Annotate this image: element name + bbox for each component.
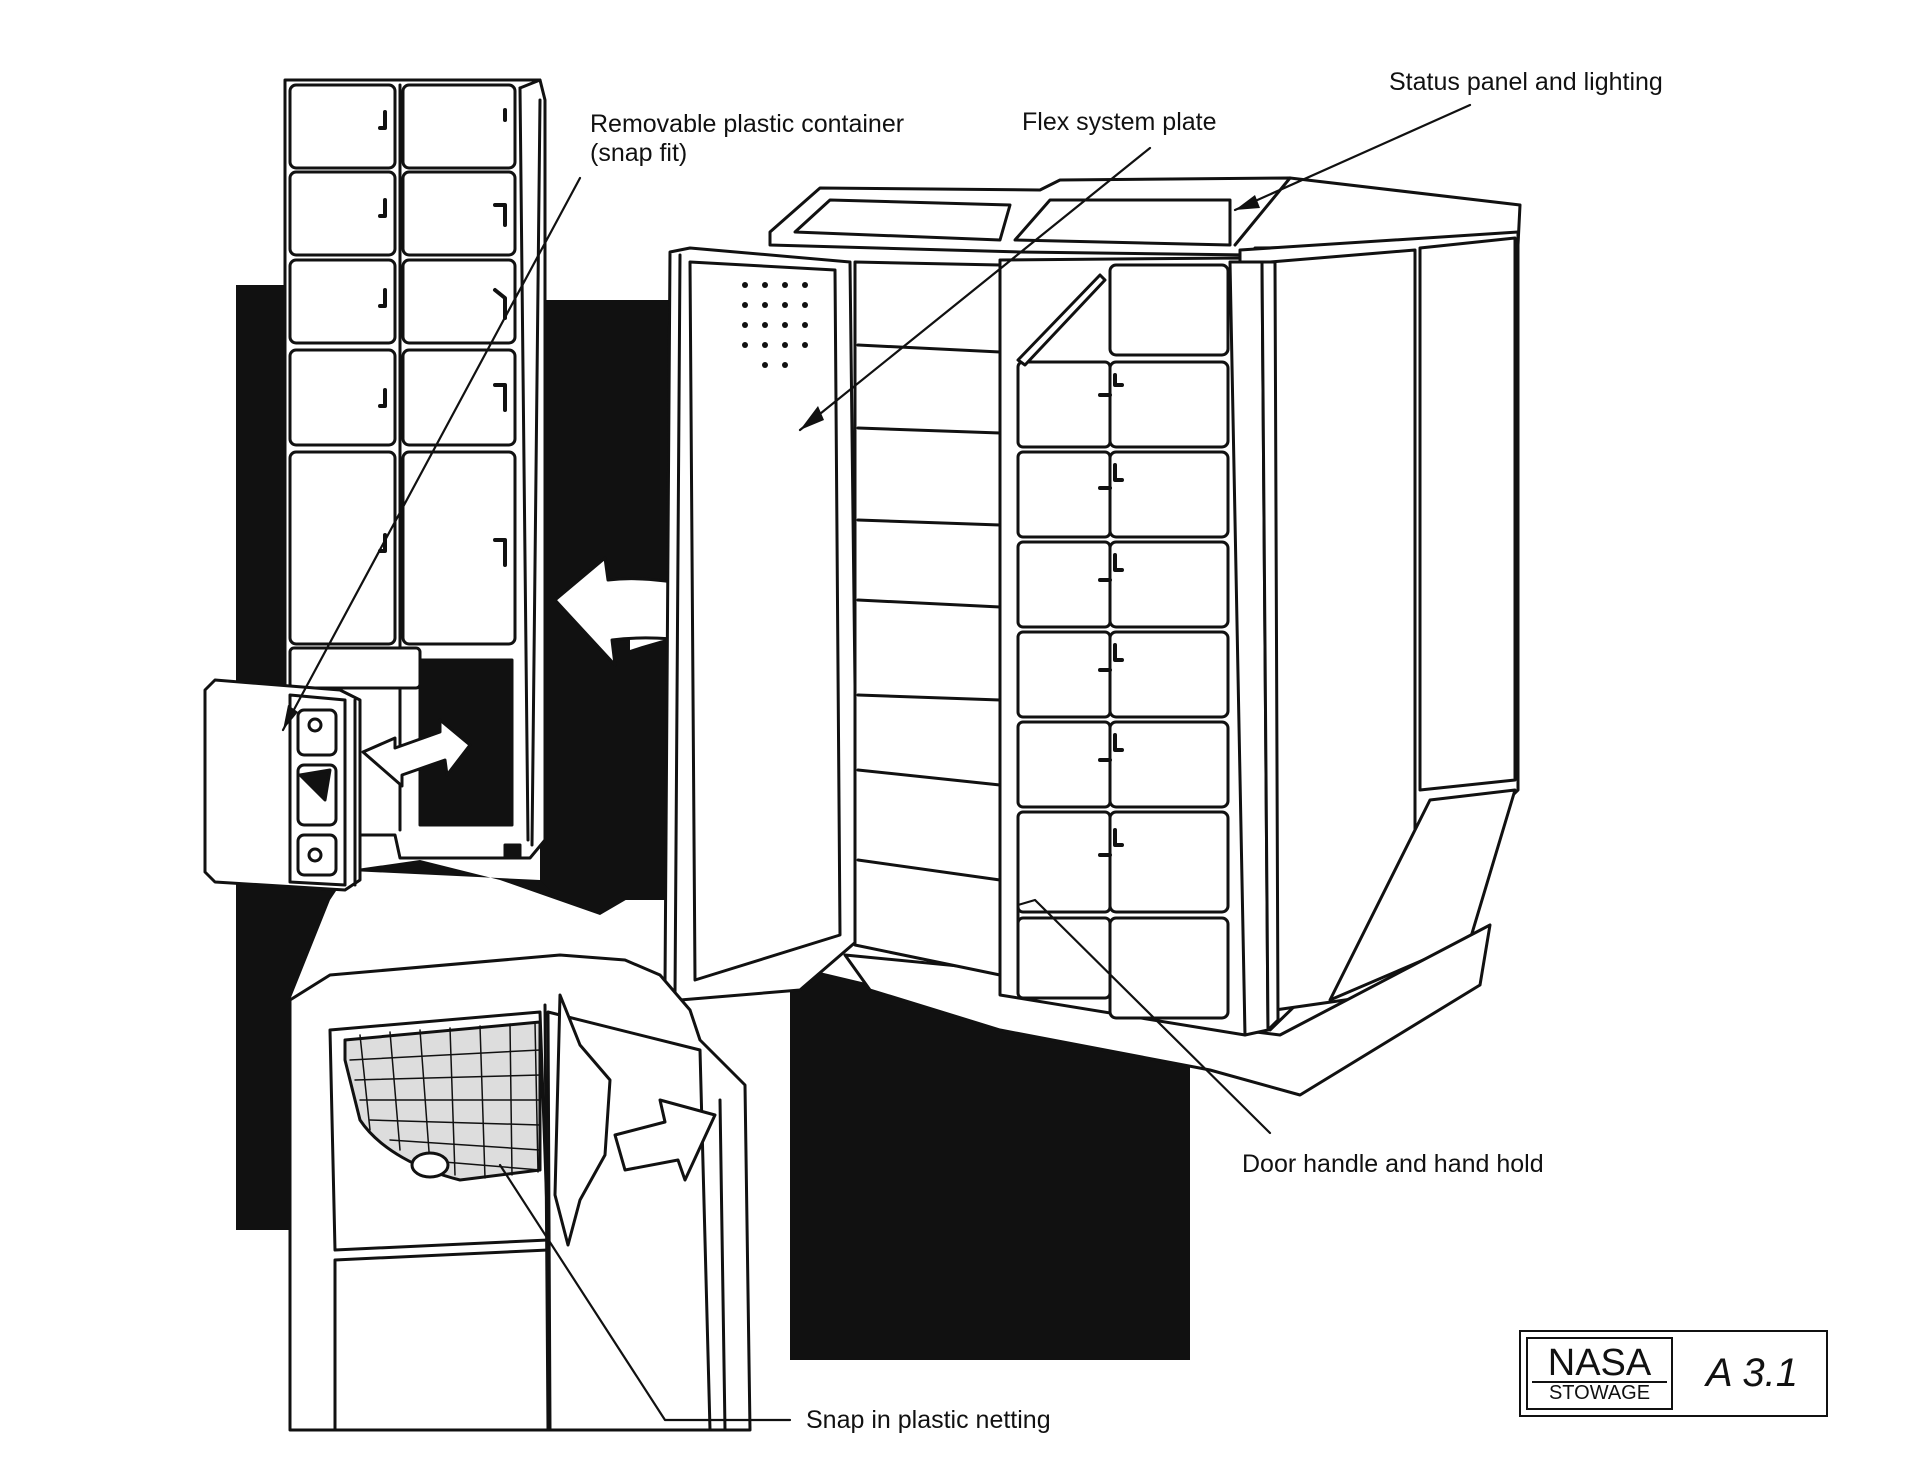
interior-shelves	[856, 343, 1002, 882]
title-category: STOWAGE	[1532, 1380, 1667, 1403]
tall-panel-latches	[378, 108, 507, 567]
title-agency: NASA	[1547, 1341, 1652, 1384]
netting-door	[553, 993, 612, 1247]
speaker-grille	[742, 282, 808, 368]
leader-door-handle	[1016, 898, 1272, 1135]
label-status-panel: Status panel and lighting	[1389, 68, 1663, 96]
label-netting: Snap in plastic netting	[806, 1406, 1051, 1434]
netting	[343, 1020, 542, 1182]
shadow-left	[236, 285, 287, 690]
double-arrow	[361, 718, 472, 788]
label-removable-line2: (snap fit)	[590, 139, 688, 167]
title-code: A 3.1	[1706, 1351, 1798, 1395]
drawer-grid	[1016, 263, 1230, 1020]
tall-panel-cells	[288, 83, 517, 690]
label-removable-line1: Removable plastic container	[590, 110, 905, 138]
label-flex-plate: Flex system plate	[1022, 108, 1217, 136]
leader-lines	[281, 103, 1472, 1422]
label-door-handle: Door handle and hand hold	[1242, 1150, 1544, 1178]
leader-removable	[281, 176, 582, 732]
leader-arrowheads	[283, 195, 1260, 730]
leader-flex-plate	[798, 146, 1152, 432]
label-removable-container: Removable plastic container (snap fit)	[590, 110, 904, 168]
leader-status-panel	[1233, 103, 1472, 212]
shadow-lower-center	[790, 965, 1190, 1360]
leader-netting	[498, 1163, 792, 1422]
title-agency-cell: NASA STOWAGE	[1526, 1337, 1673, 1410]
title-block: NASA STOWAGE A 3.1	[1519, 1330, 1828, 1417]
removable-container	[203, 678, 362, 892]
drawer-latches	[1098, 373, 1124, 857]
netting-arrow	[613, 1098, 717, 1182]
